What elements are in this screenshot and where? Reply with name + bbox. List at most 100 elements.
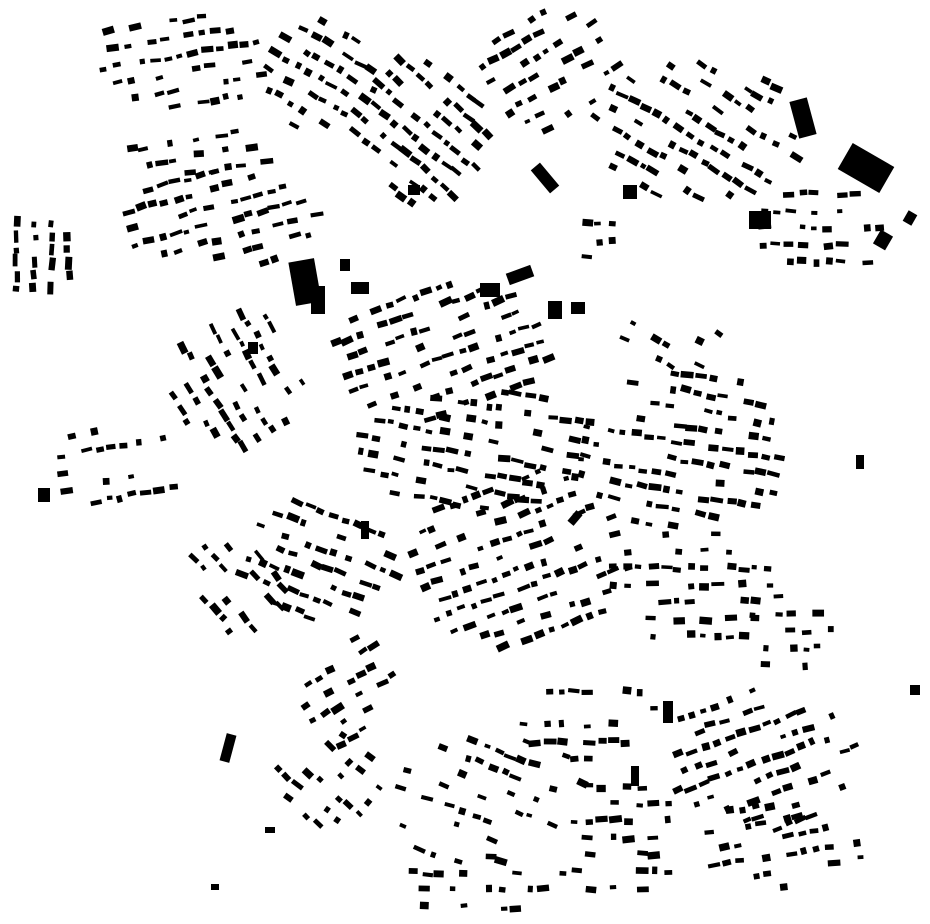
building bbox=[484, 743, 491, 749]
building bbox=[692, 192, 705, 203]
building bbox=[745, 125, 757, 136]
building bbox=[411, 293, 420, 302]
building bbox=[742, 816, 752, 824]
building bbox=[63, 245, 70, 253]
building bbox=[673, 423, 687, 429]
building bbox=[520, 34, 533, 45]
building bbox=[453, 101, 465, 114]
building bbox=[193, 150, 205, 158]
building bbox=[238, 610, 250, 624]
building bbox=[568, 435, 582, 445]
building bbox=[389, 119, 399, 129]
building bbox=[262, 313, 269, 321]
building bbox=[809, 828, 819, 834]
building bbox=[408, 868, 418, 874]
building bbox=[503, 753, 517, 762]
building bbox=[397, 369, 407, 377]
building bbox=[626, 379, 639, 386]
building bbox=[410, 133, 420, 143]
building bbox=[323, 805, 331, 814]
building bbox=[683, 784, 698, 794]
building bbox=[491, 36, 502, 46]
building bbox=[348, 386, 359, 395]
building bbox=[483, 301, 491, 310]
building bbox=[512, 565, 520, 572]
building bbox=[583, 424, 591, 430]
building bbox=[514, 809, 524, 818]
building bbox=[418, 528, 427, 535]
building bbox=[638, 468, 648, 474]
building bbox=[614, 150, 626, 159]
building bbox=[779, 883, 788, 891]
building bbox=[440, 557, 452, 565]
building bbox=[223, 349, 232, 358]
building bbox=[366, 640, 381, 652]
building bbox=[268, 363, 281, 377]
building bbox=[221, 178, 233, 188]
building bbox=[314, 674, 324, 683]
building bbox=[797, 241, 809, 249]
building bbox=[519, 57, 531, 68]
building bbox=[680, 766, 689, 775]
building bbox=[662, 531, 670, 538]
building bbox=[230, 128, 239, 135]
building bbox=[485, 884, 493, 893]
building bbox=[697, 496, 710, 504]
building bbox=[222, 92, 229, 100]
building bbox=[485, 835, 499, 845]
building bbox=[156, 180, 169, 189]
building bbox=[329, 548, 338, 557]
building bbox=[446, 189, 459, 203]
building bbox=[825, 257, 834, 265]
building bbox=[247, 173, 256, 181]
building bbox=[540, 558, 548, 567]
building bbox=[344, 554, 353, 563]
building bbox=[571, 867, 583, 874]
building bbox=[622, 132, 632, 141]
building bbox=[12, 285, 20, 292]
building bbox=[122, 208, 136, 217]
building bbox=[781, 831, 795, 840]
building bbox=[255, 71, 268, 78]
building bbox=[775, 767, 790, 776]
building bbox=[498, 886, 506, 893]
building bbox=[664, 870, 673, 875]
building bbox=[383, 549, 398, 562]
building bbox=[496, 472, 508, 480]
building bbox=[823, 242, 834, 251]
building bbox=[811, 210, 818, 215]
building bbox=[627, 95, 642, 106]
building bbox=[639, 162, 647, 170]
building bbox=[795, 741, 807, 751]
building bbox=[662, 485, 671, 494]
building bbox=[302, 812, 311, 821]
building bbox=[685, 109, 694, 117]
building bbox=[188, 552, 200, 564]
building bbox=[407, 548, 419, 559]
building bbox=[363, 798, 373, 807]
building bbox=[581, 689, 593, 696]
building bbox=[388, 569, 404, 582]
building bbox=[650, 705, 658, 711]
building bbox=[508, 602, 524, 614]
building bbox=[494, 489, 506, 497]
building bbox=[135, 201, 148, 212]
building bbox=[533, 629, 546, 640]
building bbox=[385, 88, 393, 96]
building bbox=[479, 630, 491, 640]
building bbox=[620, 739, 630, 748]
building bbox=[651, 468, 662, 476]
building bbox=[622, 835, 635, 844]
building bbox=[569, 755, 579, 763]
building bbox=[567, 687, 580, 694]
building bbox=[224, 627, 234, 636]
building bbox=[610, 833, 617, 840]
building bbox=[715, 479, 725, 487]
building bbox=[431, 152, 441, 162]
building bbox=[769, 82, 784, 94]
building bbox=[745, 103, 756, 114]
building bbox=[391, 97, 405, 109]
building bbox=[524, 342, 535, 349]
building bbox=[295, 198, 307, 206]
